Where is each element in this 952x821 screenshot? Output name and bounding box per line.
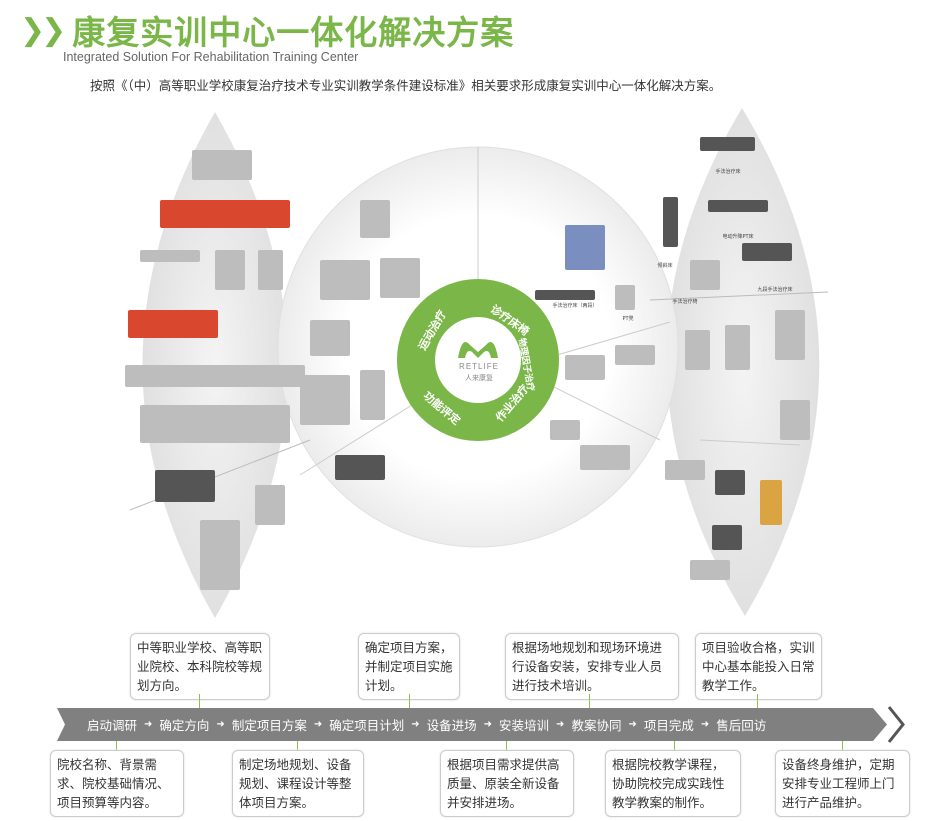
arrow-right-icon: ➜	[628, 719, 637, 730]
step-9: 售后回访	[716, 718, 767, 733]
equipment-image	[215, 250, 245, 290]
equipment-image	[380, 258, 420, 298]
equipment-label: 倾斜床	[657, 263, 673, 269]
logo-disc	[437, 319, 519, 401]
equipment-image	[128, 310, 218, 338]
intro-text: 按照《（中）高等职业学校康复治疗技术专业实训教学条件建设标准》相关要求形成康复实…	[90, 78, 722, 93]
divider	[299, 399, 421, 476]
divider	[539, 321, 671, 361]
equipment-image	[565, 355, 605, 380]
step-8: 项目完成	[643, 718, 694, 733]
page-subtitle: Integrated Solution For Rehabilitation T…	[63, 50, 359, 64]
green-ring	[397, 279, 559, 441]
equipment-image	[708, 200, 768, 212]
step-2: 确定方向	[159, 718, 210, 733]
equipment-image	[725, 325, 750, 370]
equipment-image	[140, 405, 290, 443]
equipment-image	[360, 200, 390, 238]
arrow-right-icon: ➜	[313, 719, 323, 730]
equipment-image	[760, 480, 782, 525]
bottom-note-1: 院校名称、背景需求、院校基础情况、项目预算等内容。	[50, 750, 184, 817]
top-note-3: 根据场地规划和现场环境进行设备安装，安排专业人员进行技术培训。	[505, 633, 679, 700]
equipment-label: 手法治疗床	[715, 169, 741, 175]
equipment-label: 手法治疗椅	[672, 299, 698, 305]
arrow-right-icon: ➜	[411, 719, 420, 730]
equipment-image	[580, 445, 630, 470]
logo-text: RETLIFE	[459, 362, 499, 371]
equipment-image	[160, 200, 290, 228]
arrow-right-icon: ➜	[483, 719, 493, 730]
divider	[539, 379, 661, 441]
equipment-image	[550, 420, 580, 440]
equipment-image	[615, 345, 655, 365]
equipment-label: 电动升降PT床	[722, 234, 754, 240]
step-6: 安装培训	[499, 718, 550, 733]
bottom-note-3: 根据项目需求提供高质量、原装全新设备并安排进场。	[440, 750, 574, 817]
arrow-right-icon: ➜	[144, 719, 153, 730]
equipment-image	[200, 520, 240, 590]
divider	[649, 291, 829, 301]
chevron-right-icon	[887, 706, 905, 743]
bottom-note-4: 根据院校教学课程，协助院校完成实践性教学教案的制作。	[605, 750, 741, 817]
equipment-image	[742, 243, 792, 261]
step-5: 设备进场	[426, 718, 477, 733]
arrow-right-icon: ➜	[700, 719, 710, 730]
equipment-image	[565, 225, 605, 270]
title-text: 康复实训中心一体化解决方案	[72, 13, 515, 52]
equipment-label: 九段手法治疗床	[757, 287, 793, 293]
equipment-image	[300, 375, 350, 425]
process-bar: 启动调研➜ 确定方向➜ 制定项目方案➜ 确定项目计划➜ 设备进场➜ 安装培训➜ …	[57, 708, 887, 741]
equipment-label: PT凳	[622, 316, 634, 322]
equipment-image	[192, 150, 252, 180]
equipment-image	[690, 260, 720, 290]
arrow-right-icon: ➜	[216, 719, 225, 730]
arrow-right-icon: ➜	[556, 719, 565, 730]
equipment-image	[775, 310, 805, 360]
equipment-image	[700, 137, 755, 151]
equipment-image	[360, 370, 385, 420]
equipment-image	[535, 290, 595, 300]
step-4: 确定项目计划	[329, 718, 405, 733]
bottom-note-5: 设备终身维护，定期安排专业工程师上门进行产品维护。	[775, 750, 910, 817]
equipment-image	[258, 250, 283, 290]
step-7: 教案协同	[571, 718, 622, 733]
top-note-2: 确定项目方案，并制定项目实施计划。	[358, 633, 460, 700]
equipment-image	[663, 197, 678, 247]
equipment-image	[615, 285, 635, 310]
equipment-image	[335, 455, 385, 480]
equipment-image	[310, 320, 350, 356]
double-chevron-icon: ❯❯	[20, 12, 66, 48]
divider	[699, 439, 801, 446]
step-3: 制定项目方案	[231, 718, 307, 733]
logo-m-icon	[458, 341, 498, 358]
equipment-image	[255, 485, 285, 525]
equipment-image	[155, 470, 215, 502]
page-title: ❯❯ 康复实训中心一体化解决方案	[20, 6, 514, 54]
equipment-image	[780, 400, 810, 440]
equipment-image	[690, 560, 730, 580]
equipment-image	[685, 330, 710, 370]
equipment-image	[125, 365, 305, 387]
equipment-image	[320, 260, 370, 300]
equipment-image	[140, 250, 200, 262]
top-note-1: 中等职业学校、高等职业院校、本科院校等规划方向。	[130, 633, 270, 700]
equipment-image	[712, 525, 742, 550]
top-note-4: 项目验收合格，实训中心基本能投入日常教学工作。	[695, 633, 822, 700]
logo-cn: 人来康复	[465, 374, 493, 382]
equipment-image	[665, 460, 705, 480]
equipment-image	[715, 470, 745, 495]
bottom-note-2: 制定场地规划、设备规划、课程设计等整体项目方案。	[232, 750, 364, 817]
step-1: 启动调研	[87, 718, 138, 733]
equipment-label: 手法治疗床（两段）	[552, 303, 598, 309]
